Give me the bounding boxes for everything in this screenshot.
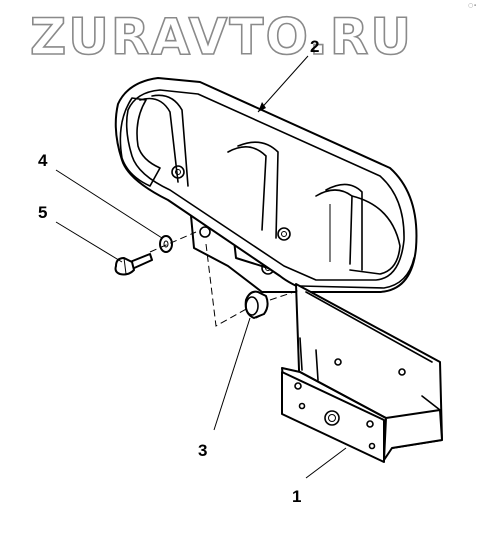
leader-lines [55, 55, 347, 479]
watermark-text: ZURAVTO.RU [30, 8, 413, 66]
part-2-housing [114, 77, 418, 293]
callout-5: 5 [38, 203, 47, 222]
assembly-lines [149, 231, 301, 327]
callout-1: 1 [292, 487, 301, 506]
part-4-washer [159, 235, 173, 253]
part-1-bracket [281, 283, 443, 463]
callout-3: 3 [198, 441, 207, 460]
callout-2: 2 [310, 37, 319, 56]
part-5-bolt [114, 253, 153, 276]
corner-mark: ○∙ [468, 2, 477, 9]
callout-4: 4 [38, 151, 48, 170]
part-3-bushing [244, 290, 269, 319]
